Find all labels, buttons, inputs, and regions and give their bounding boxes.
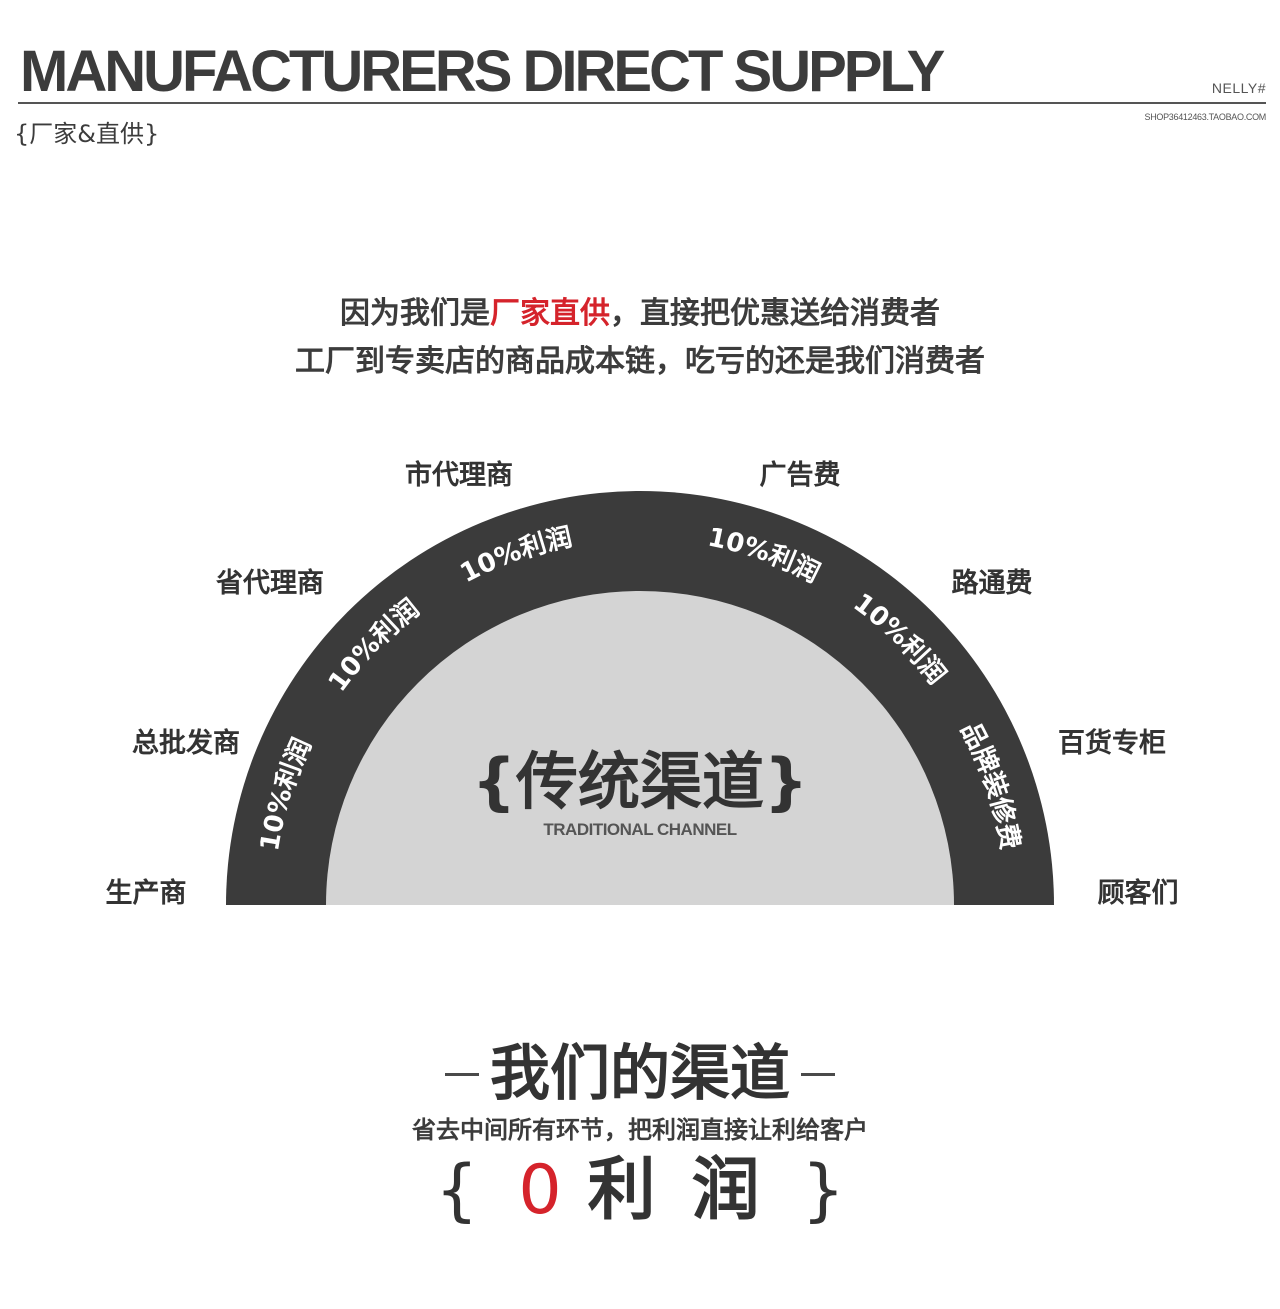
brace-open: { <box>435 1151 479 1230</box>
our-channel-subtitle: 省去中间所有环节，把利润直接让利给客户 <box>412 1116 868 1144</box>
our-channel-title: 我们的渠道 <box>490 1039 790 1109</box>
page-title: MANUFACTURERS DIRECT SUPPLY <box>20 39 945 104</box>
intro-highlight: 厂家直供 <box>490 296 610 331</box>
shop-url: SHOP36412463.TAOBAO.COM <box>1144 112 1267 122</box>
stage-advertising: 广告费 <box>760 460 841 491</box>
header-divider <box>18 102 1266 104</box>
stage-provincial-agent: 省代理商 <box>216 568 324 599</box>
stage-producer: 生产商 <box>106 878 187 909</box>
brace-close: } <box>801 1151 845 1230</box>
heading-dash-left <box>444 1072 479 1076</box>
our-channel-heading: 我们的渠道 <box>0 1036 1280 1112</box>
stage-city-agent: 市代理商 <box>405 459 513 491</box>
profit-word: 利润 <box>587 1151 796 1230</box>
traditional-subtitle: TRADITIONAL CHANNEL <box>543 820 736 839</box>
traditional-title: {传统渠道} <box>472 745 808 818</box>
zero-number: 0 <box>518 1151 562 1230</box>
intro-line-1: 因为我们是厂家直供，直接把优惠送给消费者 <box>0 288 1280 332</box>
intro-suffix: ，直接把优惠送给消费者 <box>610 296 940 331</box>
stage-customers: 顾客们 <box>1098 877 1179 909</box>
channel-core <box>326 591 954 905</box>
intro-line-2: 工厂到专卖店的商品成本链，吃亏的还是我们消费者 <box>295 344 985 379</box>
page-subtitle: {厂家&直供} <box>14 120 160 148</box>
brand-name: NELLY# <box>1211 80 1266 96</box>
stage-department-store: 百货专柜 <box>1058 727 1166 759</box>
zero-profit-banner: {0 利润} <box>0 1148 1280 1234</box>
stage-road-fees: 路通费 <box>952 567 1033 599</box>
heading-dash-right <box>801 1072 836 1076</box>
intro-prefix: 因为我们是 <box>340 296 490 331</box>
stage-general-wholesaler: 总批发商 <box>132 727 240 759</box>
